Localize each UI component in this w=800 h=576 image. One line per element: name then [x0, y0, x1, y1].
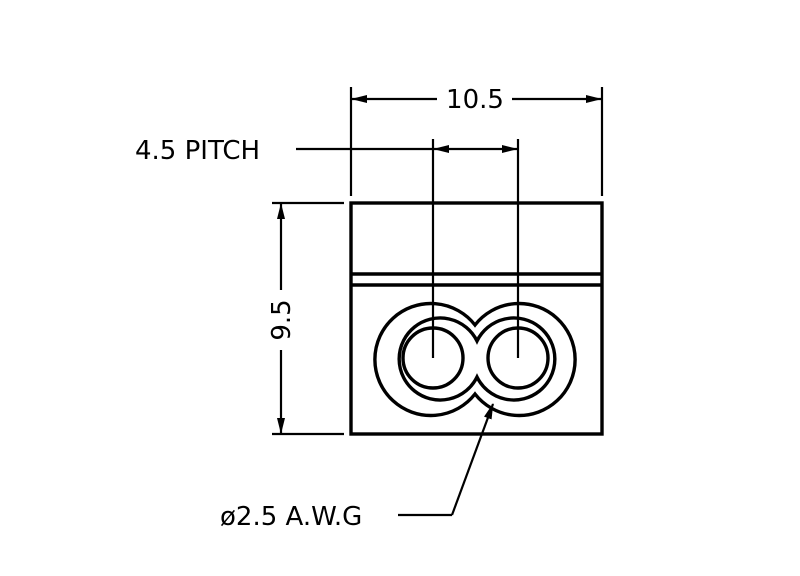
outer-hole-outline [373, 301, 577, 418]
pitch-dimension: 4.5 PITCH [135, 136, 518, 166]
width-dimension: 10.5 [349, 85, 604, 196]
middle-hole-outline [397, 316, 557, 402]
pitch-centerlines [431, 139, 520, 358]
wire-gauge-leader: ø2.5 A.W.G [220, 403, 495, 532]
width-label: 10.5 [446, 85, 504, 115]
connector-body [349, 201, 604, 436]
pitch-label: 4.5 PITCH [135, 136, 260, 166]
wire-gauge-label: ø2.5 A.W.G [220, 502, 362, 532]
wire-holes [373, 301, 577, 418]
height-dimension: 9.5 [267, 201, 344, 436]
height-label: 9.5 [267, 299, 297, 340]
